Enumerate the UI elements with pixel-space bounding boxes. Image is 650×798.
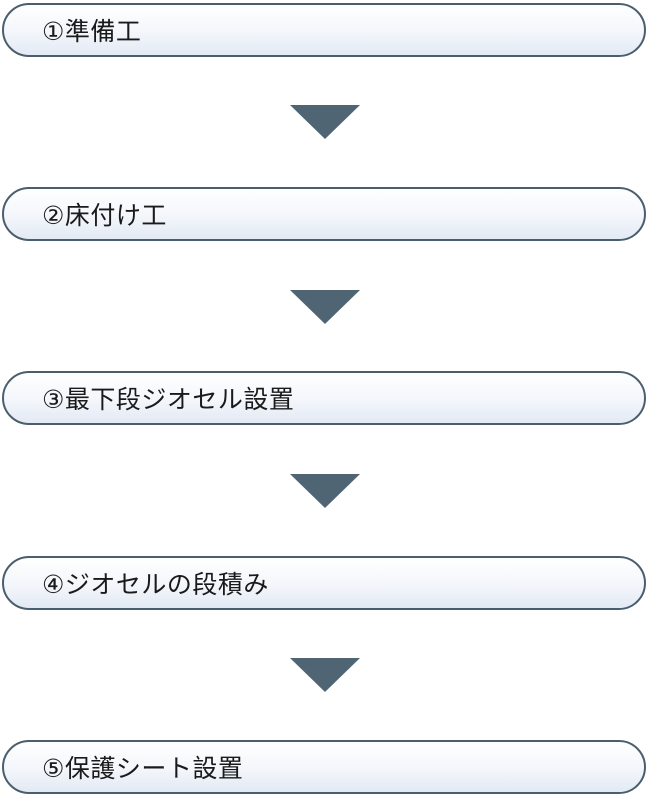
step-label: ③最下段ジオセル設置 [42, 385, 295, 414]
step-2-bed-preparation: ②床付け工 [2, 187, 646, 241]
step-4-geocell-stacking: ④ジオセルの段積み [2, 556, 646, 610]
step-label: ①準備工 [42, 17, 142, 46]
down-arrow-icon [290, 105, 360, 139]
step-1-preparation: ①準備工 [2, 3, 646, 57]
step-label: ②床付け工 [42, 201, 167, 230]
step-label: ④ジオセルの段積み [42, 570, 269, 599]
down-arrow-icon [290, 290, 360, 324]
down-arrow-icon [290, 474, 360, 508]
step-3-bottom-geocell-installation: ③最下段ジオセル設置 [2, 371, 646, 425]
step-5-protective-sheet-installation: ⑤保護シート設置 [2, 740, 646, 794]
down-arrow-icon [290, 658, 360, 692]
step-label: ⑤保護シート設置 [42, 754, 244, 783]
